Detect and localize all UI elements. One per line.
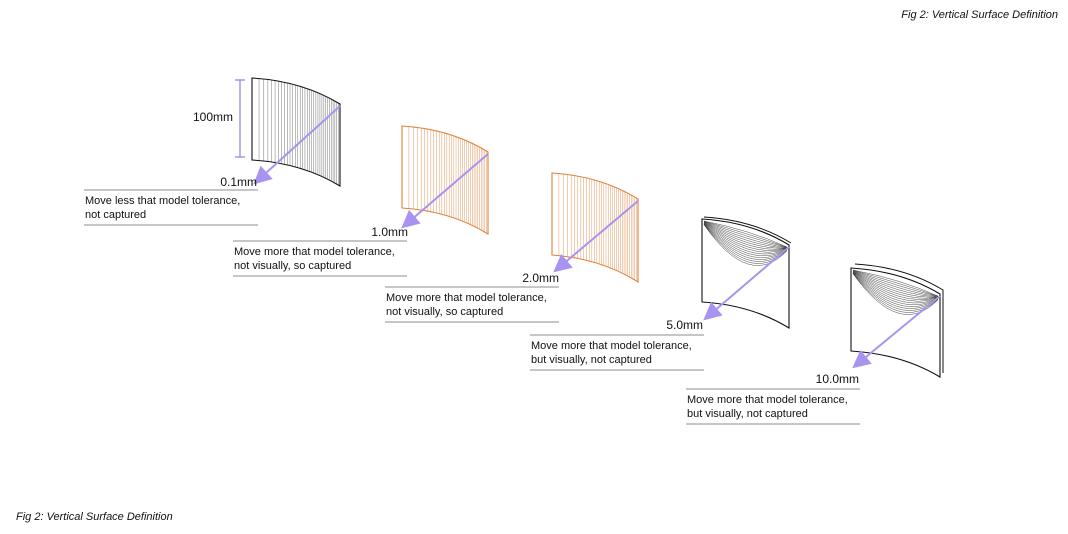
contour-line bbox=[703, 222, 788, 253]
contour-line bbox=[852, 271, 939, 299]
contour-line bbox=[703, 221, 788, 248]
contour-line bbox=[703, 223, 788, 255]
surface-hatching bbox=[258, 78, 339, 185]
contour-line bbox=[703, 221, 788, 249]
offset-edge bbox=[854, 263, 944, 373]
caption-line: Move less that model tolerance, bbox=[85, 195, 240, 207]
contour-line bbox=[703, 222, 788, 251]
contour-line bbox=[703, 223, 788, 258]
surface-fill bbox=[702, 219, 789, 328]
contour-line bbox=[852, 273, 939, 315]
surface-outline bbox=[551, 172, 639, 284]
offset-arrow bbox=[253, 105, 341, 185]
offset-arrow bbox=[703, 246, 790, 321]
surface-outline bbox=[251, 77, 341, 187]
surface-hatching bbox=[852, 269, 939, 315]
contour-line bbox=[852, 273, 939, 313]
offset-edge bbox=[703, 216, 792, 244]
surface-outline bbox=[401, 125, 489, 235]
offset-arrow bbox=[852, 295, 941, 369]
contour-line bbox=[703, 221, 788, 248]
contour-line bbox=[852, 271, 939, 302]
caption-line: but visually, not captured bbox=[687, 408, 808, 420]
contour-line bbox=[852, 272, 939, 304]
caption-line: Move more that model tolerance, bbox=[234, 246, 395, 258]
surface-hatching bbox=[558, 173, 637, 281]
caption-line: Move more that model tolerance, bbox=[386, 292, 547, 304]
contour-line bbox=[852, 270, 939, 298]
offset-label: 10.0mm bbox=[816, 372, 859, 386]
offset-label: 0.1mm bbox=[220, 175, 257, 189]
contour-line bbox=[703, 221, 788, 248]
contour-line bbox=[852, 271, 939, 300]
contour-line bbox=[852, 270, 939, 297]
contour-line bbox=[852, 270, 939, 297]
caption-line: not visually, so captured bbox=[386, 306, 503, 318]
caption-line: Move more that model tolerance, bbox=[687, 394, 848, 406]
contour-line bbox=[852, 272, 939, 307]
caption-line: but visually, not captured bbox=[531, 354, 652, 366]
caption-line: not visually, so captured bbox=[234, 260, 351, 272]
offset-label: 5.0mm bbox=[666, 318, 703, 332]
contour-line bbox=[703, 222, 788, 250]
caption-line: Move more that model tolerance, bbox=[531, 340, 692, 352]
contour-line bbox=[703, 220, 788, 248]
contour-line bbox=[852, 271, 939, 298]
surface-outline bbox=[850, 267, 941, 378]
surface-fill bbox=[552, 173, 638, 282]
surface-outline bbox=[701, 218, 790, 329]
surface-fill bbox=[851, 268, 940, 377]
contour-line bbox=[852, 270, 939, 297]
caption-line: not captured bbox=[85, 209, 146, 221]
figure-title-top: Fig 2: Vertical Surface Definition bbox=[901, 9, 1058, 21]
offset-label: 1.0mm bbox=[371, 225, 408, 239]
contour-line bbox=[703, 223, 788, 256]
offset-arrow bbox=[401, 153, 489, 229]
height-label: 100mm bbox=[193, 110, 233, 124]
contour-line bbox=[852, 272, 939, 305]
contour-line bbox=[703, 224, 788, 266]
surface-fill bbox=[252, 78, 340, 186]
surface-hatching bbox=[408, 126, 487, 233]
offset-arrow bbox=[553, 200, 639, 273]
contour-line bbox=[852, 269, 939, 297]
height-dimension: 100mm bbox=[193, 79, 245, 158]
offset-label: 2.0mm bbox=[522, 271, 559, 285]
figure-title-bottom: Fig 2: Vertical Surface Definition bbox=[16, 511, 173, 523]
contour-line bbox=[703, 222, 788, 249]
